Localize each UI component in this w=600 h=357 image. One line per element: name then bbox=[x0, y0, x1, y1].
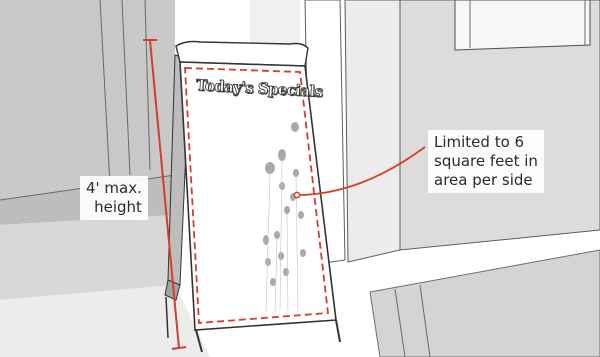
area-annotation-line-1: Limited to 6 bbox=[434, 133, 538, 152]
area-annotation-line-3: area per side bbox=[434, 171, 538, 190]
height-annotation: 4' max. height bbox=[80, 176, 148, 220]
height-annotation-line-2: height bbox=[86, 198, 142, 217]
area-annotation: Limited to 6 square feet in area per sid… bbox=[428, 130, 544, 193]
height-annotation-line-1: 4' max. bbox=[86, 179, 142, 198]
area-annotation-line-2: square feet in bbox=[434, 152, 538, 171]
